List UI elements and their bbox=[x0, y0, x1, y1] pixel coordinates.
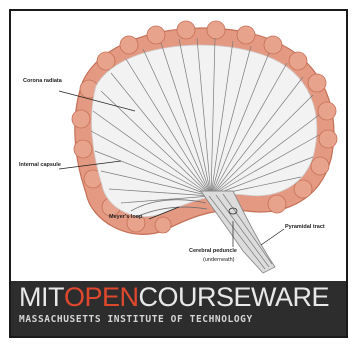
brain-illustration bbox=[11, 11, 346, 281]
label-corona-radiata: Corona radiata bbox=[23, 79, 62, 85]
image-frame: Corona radiata Internal capsule Meyer's … bbox=[9, 9, 348, 338]
wordmark-open: OPEN bbox=[64, 284, 139, 311]
mit-ocw-wordmark: MITOPENCOURSEWARE bbox=[19, 284, 329, 311]
label-cerebral-peduncle: Cerebral peduncle bbox=[189, 249, 237, 255]
mit-ocw-banner: MITOPENCOURSEWARE MASSACHUSETTS INSTITUT… bbox=[11, 281, 346, 336]
wordmark-courseware: COURSEWARE bbox=[139, 284, 330, 311]
wordmark-mit: MIT bbox=[19, 284, 64, 311]
label-internal-capsule: Internal capsule bbox=[19, 163, 61, 169]
label-cerebral-peduncle-note: (underneath) bbox=[203, 258, 235, 264]
label-meyers-loop: Meyer's loop bbox=[109, 215, 142, 221]
wordmark-subtitle: MASSACHUSETTS INSTITUTE OF TECHNOLOGY bbox=[19, 314, 253, 325]
label-pyramidal-tract: Pyramidal tract bbox=[285, 225, 325, 231]
